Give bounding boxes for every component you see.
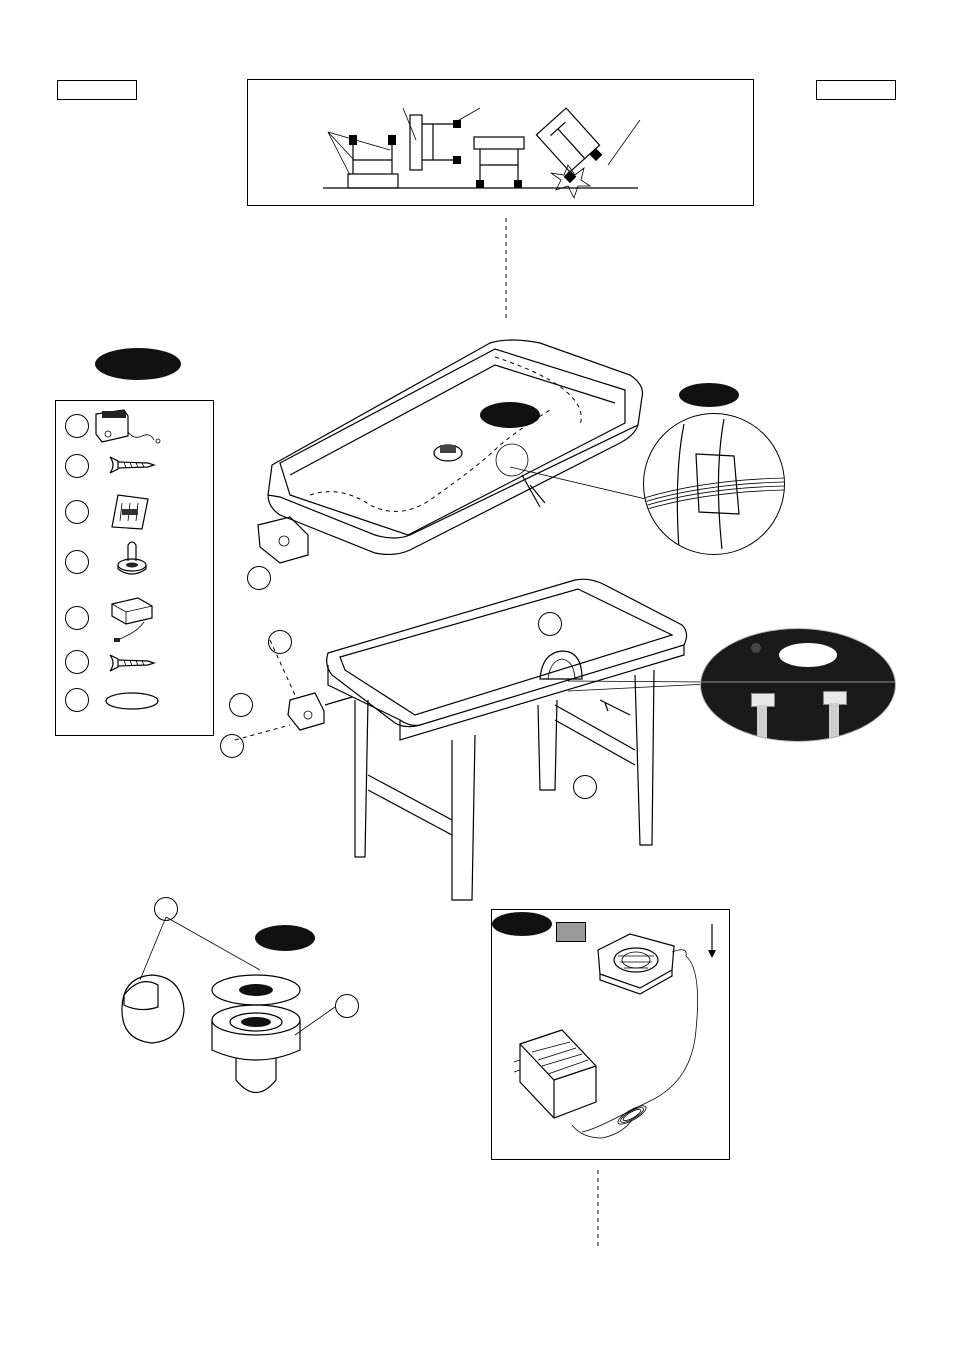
connector-wires-left — [757, 705, 767, 739]
step-label-detail-wire — [679, 383, 739, 407]
callout-frame-goal — [268, 630, 292, 654]
callout-goal — [247, 566, 271, 590]
parts-item-5-number — [65, 606, 89, 630]
parts-item-4-number — [65, 550, 89, 574]
header-right-box — [816, 80, 896, 100]
cable-coil-icon — [617, 1105, 647, 1125]
screw-icon — [109, 654, 156, 672]
connector-photo — [700, 628, 896, 742]
fan-adapter-illustration — [513, 924, 716, 1139]
header-left-box — [57, 80, 137, 100]
callout-screw-b — [220, 734, 244, 758]
connector-zoom-line — [567, 680, 709, 692]
step-label-pusher — [255, 925, 315, 951]
goal-box-icon — [95, 409, 161, 444]
parts-item-2-number — [65, 454, 89, 478]
callout-leg-screw — [573, 775, 597, 799]
wire-zoom-line — [509, 466, 651, 501]
screw-icon — [109, 456, 156, 474]
step-label-connector — [779, 643, 837, 667]
safety-illustration — [323, 107, 641, 200]
assembled-table-drawing — [234, 578, 688, 901]
bracket-icon — [111, 494, 149, 530]
parts-list-panel — [55, 400, 214, 736]
parts-item-3-number — [65, 500, 89, 524]
gray-tag — [556, 922, 586, 942]
photo-screw-hole — [751, 643, 761, 653]
parts-item-7-number — [65, 688, 89, 712]
pusher-icon — [117, 541, 147, 575]
fan-adapter-panel — [491, 909, 730, 1160]
parts-item-1-number — [65, 414, 89, 438]
photo-seam — [701, 681, 895, 683]
callout-screw-a — [229, 693, 253, 717]
safety-warning-panel — [247, 79, 754, 206]
table-frame-underside-drawing — [257, 339, 644, 564]
power-adapter-icon — [513, 1029, 597, 1119]
step-label-frame — [480, 402, 540, 428]
step-label-fan — [492, 912, 552, 936]
pusher-exploded-drawing — [121, 916, 336, 1094]
parts-pill — [95, 348, 181, 380]
dashed-guide-top — [505, 218, 507, 318]
wire-detail-zoom — [643, 413, 785, 555]
dashed-guide-bottom — [597, 1170, 599, 1250]
callout-pusher-ring — [335, 994, 359, 1018]
connector-wires-right — [829, 703, 839, 739]
callout-fan — [538, 612, 562, 636]
puck-icon — [105, 692, 159, 710]
power-adapter-icon — [111, 597, 153, 642]
fan-icon — [597, 933, 675, 995]
parts-item-6-number — [65, 650, 89, 674]
